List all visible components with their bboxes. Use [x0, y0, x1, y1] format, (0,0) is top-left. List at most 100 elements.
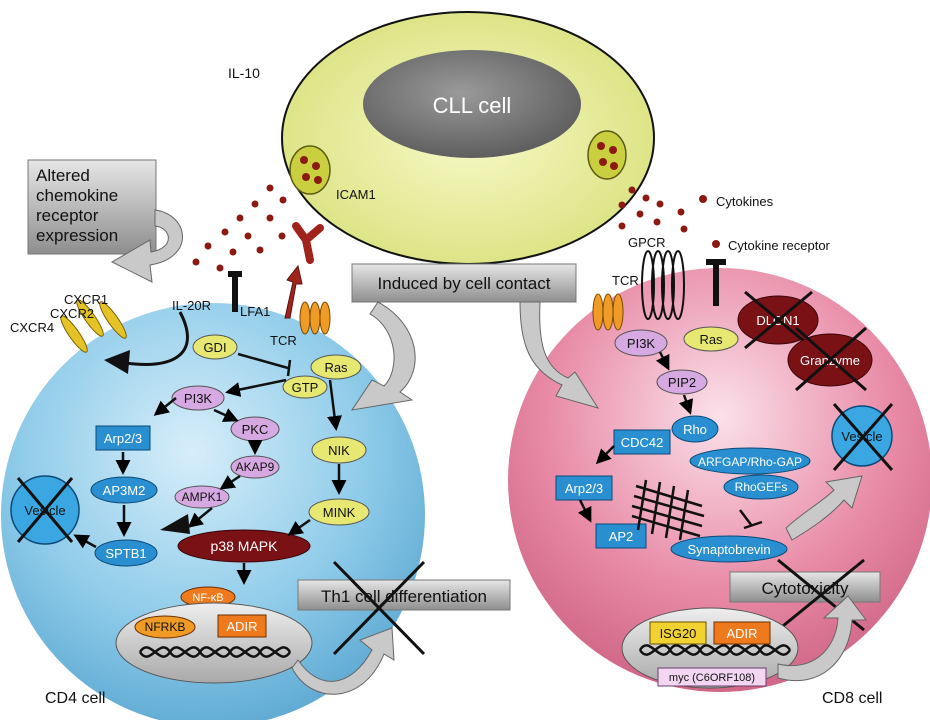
altered-line-3: receptor: [36, 206, 99, 225]
lfa1-label: LFA1: [240, 304, 270, 319]
il10-label: IL-10: [228, 65, 260, 81]
cd4-gtp-label: GTP: [292, 380, 319, 395]
cd4-ap3m2-node: [90, 476, 158, 504]
cd8-arfgap-node: [689, 447, 811, 475]
mesh-inhibits-synaptobrevin-line: [739, 509, 753, 527]
cd8-isg20-node: [649, 621, 707, 645]
pi3k-to-pkc-arrow: [213, 408, 239, 422]
cytotoxicity-box: Cytotoxicity: [729, 558, 881, 632]
cd8-synaptobrevin-label: Synaptobrevin: [687, 542, 770, 557]
icam1-label: ICAM1: [336, 187, 376, 202]
cxcr4-label: CXCR4: [10, 320, 54, 335]
cd4-nik-label: NIK: [328, 443, 350, 458]
altered-line-4: expression: [36, 226, 118, 245]
cll-nucleus: [363, 50, 581, 158]
cd4-akap9-node: [230, 455, 280, 479]
cytokine-legend-dot-icon: [699, 195, 707, 203]
cxcr-receptors-icon: [60, 299, 127, 353]
cd4-ampk1-label: AMPK1: [182, 490, 223, 504]
icam1-receptor-icon: [292, 222, 324, 264]
cd4-mink-label: MINK: [323, 505, 356, 520]
cd8-ap2-label: AP2: [609, 529, 634, 544]
cd8-myc-node: [657, 667, 767, 687]
cytokine-receptor-legend-label: Cytokine receptor: [728, 238, 831, 253]
cd4-pkc-label: PKC: [242, 422, 269, 437]
chemokine-feedback-head-icon: [104, 350, 130, 374]
cd4-gdi-node: [192, 334, 238, 360]
akap9-to-ampk1-arrow: [219, 474, 241, 490]
induced-label: Induced by cell contact: [378, 274, 551, 293]
ras-to-pi3k-arrow: [225, 378, 287, 397]
cd8-tcr-label: TCR: [612, 273, 639, 288]
cd4-cell-body: [1, 303, 425, 720]
pip2-to-rho-arrow: [678, 394, 694, 415]
gdi-inhibit-bar-icon: [286, 359, 292, 377]
altered-chemokine-box: Altered chemokine receptor expression: [27, 159, 157, 255]
cytokines-legend-label: Cytokines: [716, 194, 774, 209]
vesicle-output-arrow-icon: [785, 475, 863, 541]
cd4-adir-node: [217, 614, 267, 638]
cd8-synaptobrevin-node: [670, 535, 788, 563]
cd8-cell: TCR GPCR PI3K Ras DLGN1 Granzyme Vesicle…: [555, 235, 894, 689]
cd4-ampk1-node: [174, 485, 230, 509]
cd8-pi3k-node: [614, 329, 668, 357]
cd4-cell-label: CD4 cell: [45, 690, 105, 707]
cd8-myc-label: myc (C6ORF108): [669, 672, 755, 684]
altered-curve-arrow-icon: [110, 209, 183, 283]
arp23-to-ap2-arrow: [577, 499, 592, 523]
cd8-ras-label: Ras: [699, 332, 723, 347]
induced-right-arrow-icon: [519, 301, 600, 409]
cd8-rhogefs-node: [723, 474, 799, 500]
chemokine-feedback-arrow: [117, 311, 189, 366]
cll-label: CLL cell: [433, 93, 512, 118]
cd8-legend: Cytokines Cytokine receptor: [699, 194, 831, 253]
dlgn1-cross-icon: [744, 290, 813, 350]
gpcr-label: GPCR: [628, 235, 666, 250]
cxcr1-label: CXCR1: [64, 292, 108, 307]
synaptobrevin-inhibit-bar-icon: [743, 520, 763, 530]
gpcr-receptor-icon: [641, 250, 685, 320]
cd4-nfkb-label: NF-κB: [192, 592, 223, 604]
cd4-ras-node: [310, 354, 362, 380]
ampk1-to-p38-arrow: [187, 507, 213, 528]
cd4-adir-label: ADIR: [226, 619, 257, 634]
cd8-isg20-label: ISG20: [660, 626, 697, 641]
cd8-rhogefs-label: RhoGEFs: [735, 480, 788, 494]
cd8-pip2-label: PIP2: [668, 375, 696, 390]
cd4-p38-label: p38 MAPK: [211, 538, 279, 554]
cytotoxicity-label: Cytotoxicity: [762, 579, 849, 598]
altered-line-2: chemokine: [36, 186, 118, 205]
il20r-label: IL-20R: [172, 298, 211, 313]
receptor-legend-dot-icon: [712, 240, 720, 248]
ras-to-nik-arrow: [327, 379, 342, 431]
cd8-arfgap-label: ARFGAP/Rho-GAP: [698, 455, 802, 469]
th1-box: Th1 cell differentiation: [297, 560, 511, 656]
cytoskeleton-mesh-icon: [631, 479, 705, 541]
cytotoxicity-output-arrow-icon: [777, 595, 867, 682]
cd8-cell-label: CD8 cell: [822, 690, 882, 707]
cd8-vesicle-cross-icon: [832, 403, 894, 471]
cd4-nucleus: [115, 602, 313, 684]
th1-label: Th1 cell differentiation: [321, 587, 487, 606]
cd4-tcr-label: TCR: [270, 333, 297, 348]
cd8-dna-strand-b-icon: [638, 644, 792, 656]
th1-cross-icon: [332, 560, 426, 656]
cd4-ras-label: Ras: [324, 360, 348, 375]
cd8-adir-label: ADIR: [726, 626, 757, 641]
lfa1-receptor-icon: [284, 264, 303, 319]
cd8-cytokine-dots-icon: [618, 186, 688, 233]
th1-output-arrow-icon: [291, 627, 395, 695]
cd8-arp23-node: [555, 475, 613, 501]
cd8-cytokine-receptor-icon: [706, 259, 726, 306]
cd8-rho-node: [671, 415, 719, 443]
cd8-cdc42-node: [613, 429, 671, 455]
cd4-gtp-node: [282, 375, 328, 399]
cd4-nfrkb-node: [134, 615, 196, 639]
altered-line-1: Altered: [36, 166, 90, 185]
cd4-sptb1-label: SPTB1: [105, 546, 146, 561]
gdi-inhibits-ras-line: [237, 352, 289, 370]
cd4-pi3k-node: [171, 385, 225, 411]
cd4-dna-strand-b-icon: [138, 646, 292, 658]
cd4-arp23-label: Arp2/3: [104, 431, 142, 446]
